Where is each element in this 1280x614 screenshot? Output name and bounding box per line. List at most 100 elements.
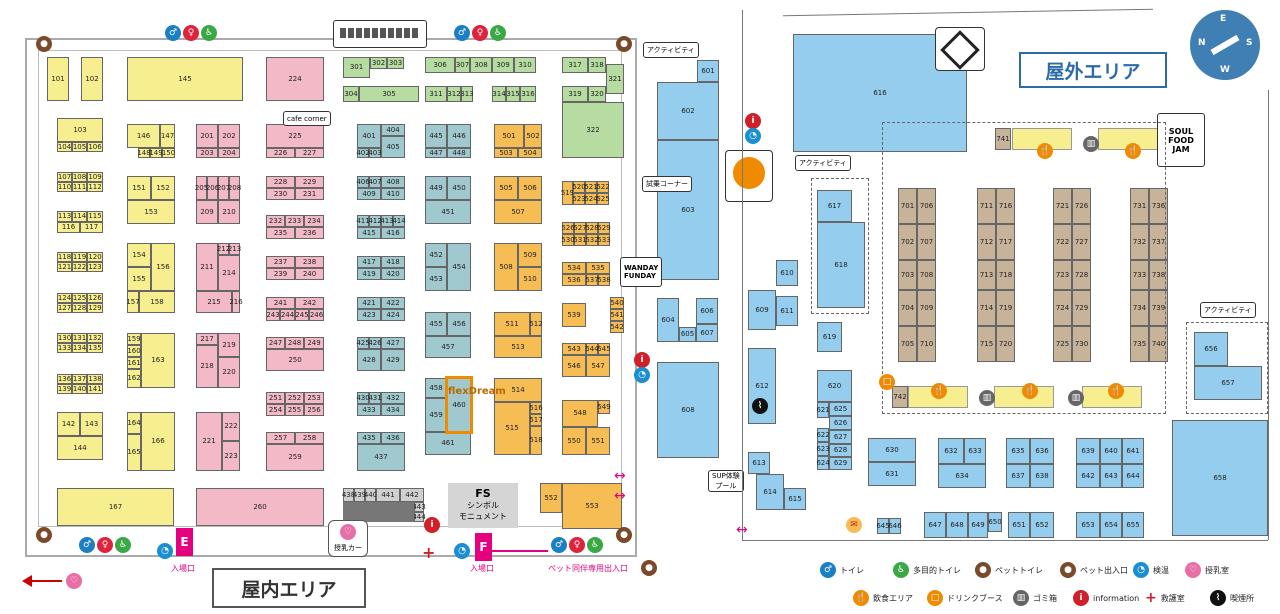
indoor-booth-506[interactable]: 506 [518,176,542,200]
indoor-booth-447[interactable]: 447 [425,148,447,158]
indoor-booth-417[interactable]: 417 [357,256,381,268]
indoor-booth-164[interactable]: 164 [127,412,141,434]
indoor-booth-223[interactable]: 223 [222,441,240,471]
outdoor-booth-711[interactable]: 711 [977,188,996,224]
outdoor-booth-622[interactable]: 622 [816,428,830,442]
outdoor-booth-639[interactable]: 639 [1076,438,1100,464]
outdoor-booth-726[interactable]: 726 [1072,188,1091,224]
indoor-booth-504[interactable]: 504 [518,148,542,158]
indoor-booth-451[interactable]: 451 [425,200,471,224]
indoor-booth-302[interactable]: 302 [370,57,387,69]
indoor-booth-406[interactable]: 406 [356,176,370,188]
indoor-booth-443[interactable]: 443 [412,502,426,512]
outdoor-booth-647[interactable]: 647 [924,512,946,538]
outdoor-booth-725[interactable]: 725 [1053,326,1072,362]
indoor-booth-110[interactable]: 110 [57,182,72,192]
indoor-booth-510[interactable]: 510 [518,267,542,291]
indoor-booth-414[interactable]: 414 [392,215,406,227]
outdoor-booth-731[interactable]: 731 [1130,188,1149,224]
indoor-booth-139[interactable]: 139 [57,384,72,394]
indoor-booth-523[interactable]: 523 [572,193,586,205]
indoor-booth-428[interactable]: 428 [357,349,381,371]
indoor-booth-116[interactable]: 116 [57,222,80,233]
outdoor-booth-646[interactable]: 646 [888,518,902,534]
outdoor-booth-657[interactable]: 657 [1194,366,1262,400]
indoor-booth-154[interactable]: 154 [127,243,151,267]
indoor-booth-245[interactable]: 245 [295,309,309,321]
outdoor-booth-730[interactable]: 730 [1072,326,1091,362]
outdoor-booth-722[interactable]: 722 [1053,224,1072,260]
indoor-booth-202[interactable]: 202 [218,124,240,148]
indoor-booth-540[interactable]: 540 [610,297,624,309]
outdoor-booth-734[interactable]: 734 [1130,290,1149,326]
indoor-booth-258[interactable]: 258 [295,432,324,444]
indoor-booth-436[interactable]: 436 [381,432,405,444]
indoor-booth-220[interactable]: 220 [218,357,240,388]
indoor-booth-461[interactable]: 461 [425,432,471,455]
outdoor-booth-717[interactable]: 717 [996,224,1015,260]
indoor-booth-217[interactable]: 217 [196,333,218,345]
indoor-booth-502[interactable]: 502 [524,124,542,148]
indoor-booth-233[interactable]: 233 [285,215,304,227]
indoor-booth-442[interactable]: 442 [400,488,424,502]
indoor-booth-222[interactable]: 222 [222,412,240,441]
indoor-booth-120[interactable]: 120 [87,252,103,262]
outdoor-booth-645[interactable]: 645 [876,518,890,534]
indoor-booth-416[interactable]: 416 [381,227,405,239]
indoor-booth-317[interactable]: 317 [562,57,588,73]
indoor-booth-419[interactable]: 419 [357,268,381,280]
indoor-booth-531[interactable]: 531 [573,234,587,246]
indoor-booth-542[interactable]: 542 [610,321,624,333]
indoor-booth-204[interactable]: 204 [218,148,240,158]
outdoor-booth-729[interactable]: 729 [1072,290,1091,326]
indoor-booth-147[interactable]: 147 [160,124,175,148]
outdoor-booth-620[interactable]: 620 [817,370,852,402]
outdoor-booth-608[interactable]: 608 [657,362,719,458]
indoor-booth-123[interactable]: 123 [87,262,103,272]
indoor-booth-241[interactable]: 241 [266,297,295,309]
indoor-booth-402[interactable]: 402 [356,148,370,158]
indoor-booth-444[interactable]: 444 [412,512,426,522]
indoor-booth-501[interactable]: 501 [494,124,524,148]
outdoor-booth-712[interactable]: 712 [977,224,996,260]
indoor-booth-525[interactable]: 525 [596,193,610,205]
outdoor-booth-709[interactable]: 709 [917,290,936,326]
indoor-booth-538[interactable]: 538 [597,274,611,286]
indoor-booth-122[interactable]: 122 [72,262,87,272]
indoor-booth-161[interactable]: 161 [127,357,141,369]
indoor-booth-135[interactable]: 135 [87,343,103,353]
indoor-booth-144[interactable]: 144 [57,436,103,460]
indoor-booth-427[interactable]: 427 [381,337,405,349]
outdoor-booth-732[interactable]: 732 [1130,224,1149,260]
indoor-booth-301[interactable]: 301 [343,57,370,78]
outdoor-booth-702[interactable]: 702 [898,224,917,260]
indoor-booth-211[interactable]: 211 [196,243,218,291]
outdoor-booth-741[interactable]: 741 [995,128,1011,150]
outdoor-booth-706[interactable]: 706 [917,188,936,224]
indoor-booth-254[interactable]: 254 [266,404,285,416]
outdoor-booth-713[interactable]: 713 [977,260,996,290]
indoor-booth-511[interactable]: 511 [494,312,530,336]
indoor-booth-435[interactable]: 435 [357,432,381,444]
indoor-booth-434[interactable]: 434 [381,404,405,416]
outdoor-booth-653[interactable]: 653 [1076,512,1100,538]
indoor-booth-255[interactable]: 255 [285,404,304,416]
outdoor-booth-652[interactable]: 652 [1030,512,1054,538]
indoor-booth-532[interactable]: 532 [585,234,599,246]
indoor-booth-163[interactable]: 163 [141,333,175,388]
indoor-booth-166[interactable]: 166 [141,412,175,471]
indoor-booth-231[interactable]: 231 [295,188,324,200]
indoor-booth-544[interactable]: 544 [585,343,599,355]
indoor-booth-503[interactable]: 503 [494,148,518,158]
indoor-booth-422[interactable]: 422 [381,297,405,309]
indoor-booth-104[interactable]: 104 [57,142,72,152]
indoor-booth-413[interactable]: 413 [380,215,394,227]
indoor-booth-260[interactable]: 260 [196,488,324,526]
indoor-booth-405[interactable]: 405 [381,136,405,158]
indoor-booth-528[interactable]: 528 [585,222,599,234]
outdoor-booth-625[interactable]: 625 [829,402,852,416]
outdoor-booth-607[interactable]: 607 [696,324,718,342]
indoor-booth-216[interactable]: 216 [229,291,243,313]
indoor-booth-512[interactable]: 512 [529,312,543,336]
indoor-booth-318[interactable]: 318 [588,57,606,73]
